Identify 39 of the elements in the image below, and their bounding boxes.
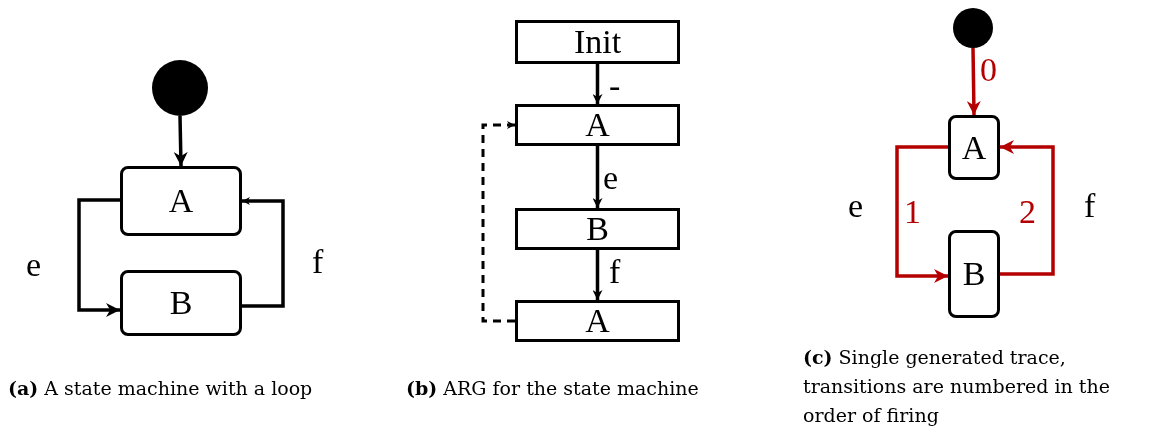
arrow bbox=[1000, 140, 1055, 276]
edge-label: f bbox=[609, 252, 621, 292]
state-label: A bbox=[168, 184, 194, 218]
state-label: B bbox=[962, 257, 986, 291]
edge-label: - bbox=[609, 66, 621, 106]
arrow bbox=[966, 47, 981, 116]
state-box bbox=[515, 104, 680, 146]
arrow bbox=[895, 145, 948, 283]
state-box bbox=[515, 300, 680, 342]
subfigure-caption: (b) ARG for the state machine bbox=[406, 376, 700, 401]
state-label: Init bbox=[573, 25, 622, 59]
state-box bbox=[120, 270, 242, 336]
edge-label: 1 bbox=[904, 192, 921, 232]
arrow bbox=[592, 64, 603, 104]
state-box bbox=[948, 115, 1000, 180]
state-box bbox=[515, 20, 680, 64]
state-label: A bbox=[585, 304, 610, 338]
edge-label: f bbox=[312, 242, 324, 282]
edge-label: e bbox=[603, 158, 619, 198]
state-label: B bbox=[169, 286, 193, 320]
arrow bbox=[481, 121, 515, 323]
edge-label: 2 bbox=[1019, 192, 1036, 232]
edge-label: 0 bbox=[980, 50, 997, 90]
arrow bbox=[592, 146, 603, 208]
state-label: B bbox=[586, 212, 609, 246]
state-label: A bbox=[585, 108, 610, 142]
subfigure-caption: (a) A state machine with a loop bbox=[8, 376, 314, 401]
state-box bbox=[948, 230, 1000, 318]
transition-label: e bbox=[848, 186, 865, 226]
arrow bbox=[77, 198, 120, 317]
arrow bbox=[242, 197, 285, 308]
state-box bbox=[515, 208, 680, 250]
edge-label: e bbox=[26, 245, 42, 285]
subfigure-caption: (c) Single generated trace, transitions are numbered in the order of firing bbox=[803, 345, 1111, 428]
transition-label: f bbox=[1084, 186, 1097, 226]
state-box bbox=[120, 166, 242, 236]
arrow bbox=[592, 250, 603, 300]
state-label: A bbox=[961, 130, 987, 165]
arrow bbox=[173, 115, 188, 167]
